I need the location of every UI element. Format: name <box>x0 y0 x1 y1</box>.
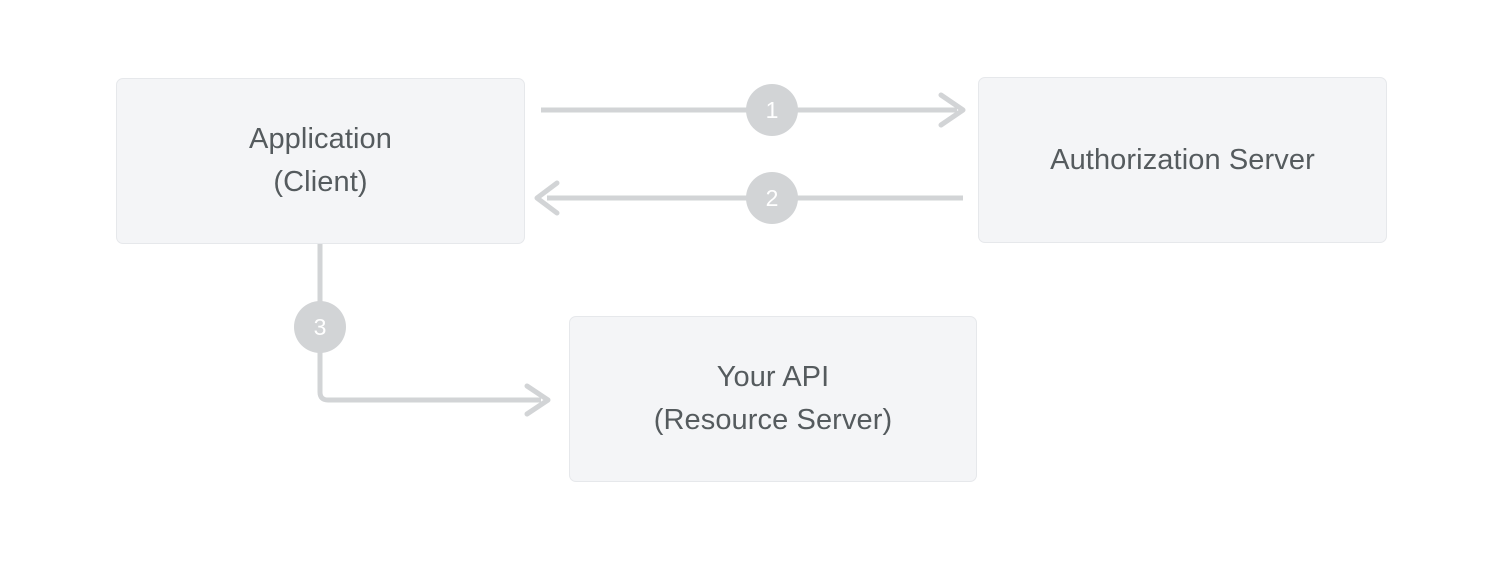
step-badge-2: 2 <box>746 172 798 224</box>
step-badge-3: 3 <box>294 301 346 353</box>
arrowhead-step-1 <box>938 92 966 128</box>
connector-line-step-3 <box>317 244 541 403</box>
step-badge-1: 1 <box>746 84 798 136</box>
node-authorization-server[interactable]: Authorization Server <box>978 77 1387 243</box>
step-badge-1-label: 1 <box>765 96 779 123</box>
node-authorization-server-label: Authorization Server <box>1050 143 1315 176</box>
node-application[interactable]: Application (Client) <box>116 78 525 244</box>
node-application-label: Application (Client) <box>249 123 392 198</box>
step-badge-3-label: 3 <box>313 313 327 340</box>
step-badge-2-label: 2 <box>765 184 779 211</box>
node-your-api[interactable]: Your API (Resource Server) <box>569 316 977 482</box>
arrowhead-step-2 <box>534 180 560 216</box>
arrowhead-step-3 <box>524 383 551 417</box>
node-your-api-label: Your API (Resource Server) <box>653 361 893 436</box>
